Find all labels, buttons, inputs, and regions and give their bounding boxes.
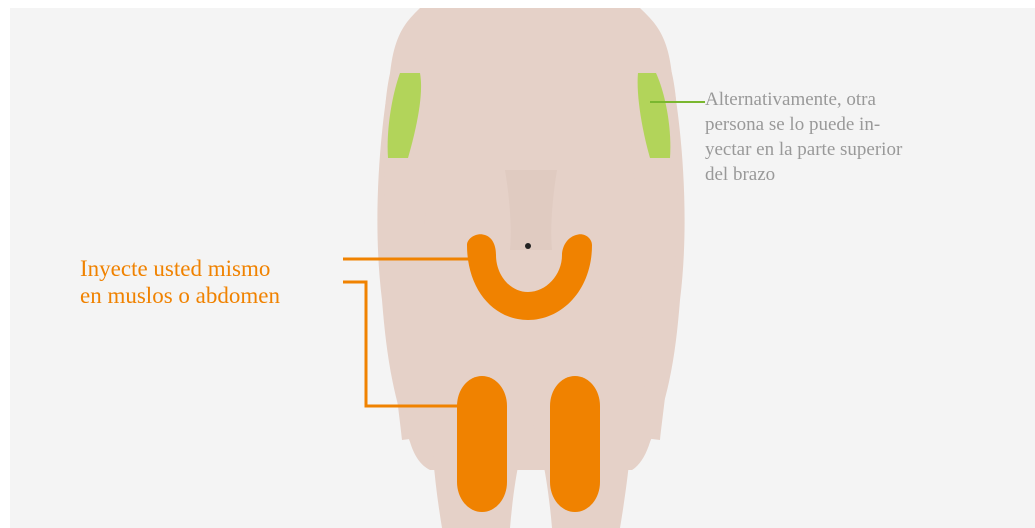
self-injection-label-line: Inyecte usted mismo: [80, 255, 280, 282]
right-thigh-zone: [550, 376, 600, 512]
self-injection-label-line: en muslos o abdomen: [80, 282, 280, 309]
body-shading: [505, 170, 557, 250]
navel-dot: [525, 243, 531, 249]
other-person-label-line: persona se lo puede in-: [705, 112, 902, 137]
left-thigh-zone: [457, 376, 507, 512]
other-person-label-line: Alternativamente, otra: [705, 87, 902, 112]
other-person-label-line: yectar en la parte superior: [705, 137, 902, 162]
other-person-label-line: del brazo: [705, 162, 902, 187]
other-person-label: Alternativamente, otra persona se lo pue…: [705, 87, 902, 187]
self-injection-label: Inyecte usted mismo en muslos o abdomen: [80, 255, 280, 309]
